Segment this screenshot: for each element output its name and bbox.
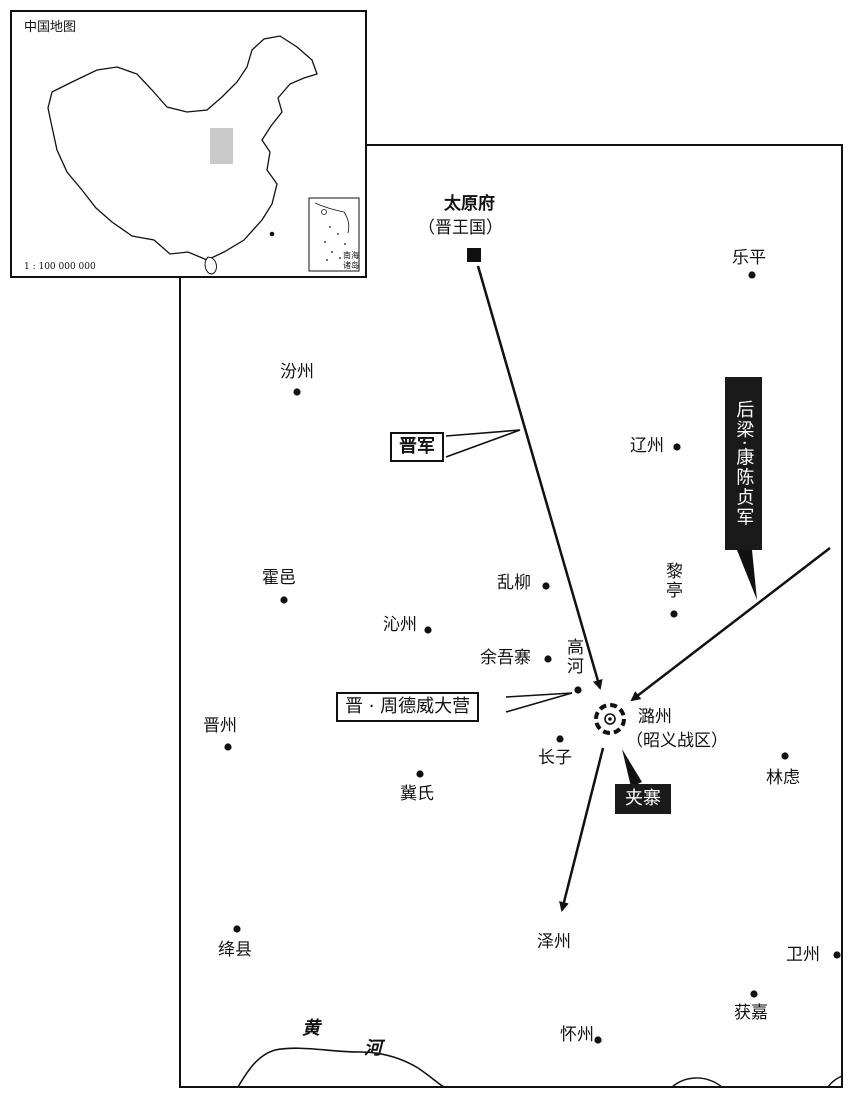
jin-army-pointer — [445, 429, 521, 458]
huoyi-dot — [280, 596, 288, 604]
river-label-huang: 黄 — [302, 1018, 320, 1039]
weizhou-dot — [833, 951, 841, 959]
place-weizhou: 卫州 — [786, 945, 820, 965]
scs-inset-box — [308, 197, 360, 272]
luanliu-dot — [542, 582, 550, 590]
to-zezhou-arrow — [559, 747, 605, 912]
china-inset-map: 中国地图 南海 诸岛 1 : 100 000 000 — [10, 10, 367, 278]
linlu-dot — [781, 752, 789, 760]
place-luzhou-sub: （昭义战区） — [626, 731, 728, 751]
place-linlu: 林虑 — [766, 768, 800, 788]
place-luzhou: 潞州 — [638, 707, 672, 727]
scs-label-2: 诸岛 — [343, 261, 359, 270]
houliang-army-pointer — [737, 550, 757, 600]
camp-pointer — [505, 692, 573, 713]
place-luanliu: 乱柳 — [497, 573, 531, 593]
changzi-dot — [556, 735, 564, 743]
liaozhou-dot — [673, 443, 681, 451]
place-fenzhou: 汾州 — [280, 362, 314, 382]
place-yuwuzhai: 余吾寨 — [480, 648, 531, 668]
place-changzi: 长子 — [538, 748, 572, 768]
place-liting: 黎亭 — [662, 562, 682, 600]
houliang-army-arrow — [630, 547, 831, 702]
luzhou-siege-symbol — [594, 703, 626, 735]
liting-dot — [670, 610, 678, 618]
houliang-army-label: 后梁·康陈贞军 — [725, 377, 762, 550]
inset-title: 中国地图 — [24, 20, 77, 35]
yellow-river — [237, 1047, 445, 1088]
place-huoyi: 霍邑 — [262, 568, 296, 588]
zhou-dewei-camp-label: 晋 · 周德威大营 — [336, 692, 480, 722]
place-liaozhou: 辽州 — [630, 436, 664, 456]
taiyuan-marker — [467, 248, 481, 262]
inset-scale: 1 : 100 000 000 — [24, 262, 96, 272]
river-bend — [671, 1077, 723, 1088]
jin-army-label: 晋军 — [390, 432, 444, 462]
place-qinzhou: 沁州 — [383, 615, 417, 635]
city-dots — [224, 271, 841, 1044]
fenzhou-dot — [293, 388, 301, 396]
gaohe-dot — [574, 686, 582, 694]
yuwuzhai-dot — [544, 655, 552, 663]
river-east — [827, 1075, 843, 1088]
place-jinzhou: 晋州 — [203, 716, 237, 736]
scs-label-1: 南海 — [343, 251, 359, 260]
place-zezhou: 泽州 — [537, 932, 571, 952]
jiazhai-label: 夹寨 — [615, 784, 671, 814]
place-leping: 乐平 — [732, 248, 766, 268]
leping-dot — [748, 271, 756, 279]
place-taiyuan: 太原府 — [444, 194, 495, 214]
place-gaohe: 高河 — [563, 638, 583, 676]
place-jishi: 冀氏 — [400, 784, 434, 804]
jishi-dot — [416, 770, 424, 778]
huaizhou-dot — [594, 1036, 602, 1044]
jinzhou-dot — [224, 743, 232, 751]
region-highlight — [210, 128, 233, 164]
qinzhou-dot — [424, 626, 432, 634]
jin-army-arrow — [476, 265, 603, 690]
jiangxian-dot — [233, 925, 241, 933]
place-huojia: 获嘉 — [734, 1003, 768, 1023]
place-taiyuan-sub: （晋王国） — [418, 218, 503, 238]
huojia-dot — [750, 990, 758, 998]
china-outline — [47, 35, 360, 275]
jiazhai-pointer — [622, 749, 642, 787]
place-jiangxian: 绛县 — [218, 940, 252, 960]
main-map-frame — [179, 144, 843, 1088]
river-label-he: 河 — [364, 1038, 382, 1059]
place-huaizhou: 怀州 — [560, 1025, 594, 1045]
